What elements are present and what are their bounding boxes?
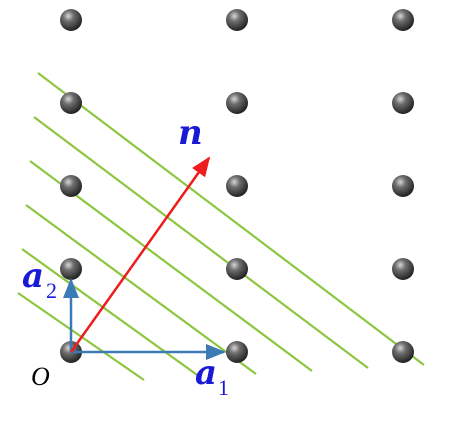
lattice-atom <box>60 175 82 197</box>
lattice-plane-line <box>33 116 369 369</box>
normal-vector-label: n <box>178 113 203 153</box>
lattice-plane-line <box>25 204 257 375</box>
basis-vector-a2-subscript: 2 <box>46 278 57 303</box>
lattice-atom <box>392 92 414 114</box>
lattice-atom <box>226 9 248 31</box>
lattice-atom <box>226 175 248 197</box>
lattice-atom <box>60 258 82 280</box>
lattice-atom <box>226 92 248 114</box>
lattice-atom <box>226 341 248 363</box>
basis-vector-a1-label: a <box>195 353 217 393</box>
basis-vector-a1-subscript: 1 <box>218 375 229 400</box>
lattice-planes <box>17 72 425 381</box>
origin-label: O <box>31 362 50 391</box>
lattice-atom <box>392 258 414 280</box>
lattice-plane-line <box>37 72 425 366</box>
lattice-atoms <box>60 9 414 363</box>
lattice-plane-line <box>21 248 201 378</box>
lattice-atom <box>392 341 414 363</box>
lattice-atom <box>60 92 82 114</box>
lattice-atom <box>60 9 82 31</box>
normal-vector-n <box>69 156 211 353</box>
lattice-atom <box>392 9 414 31</box>
lattice-atom <box>392 175 414 197</box>
lattice-plane-line <box>29 160 313 372</box>
lattice-atom <box>226 258 248 280</box>
basis-vector-a2-label: a <box>22 256 44 296</box>
